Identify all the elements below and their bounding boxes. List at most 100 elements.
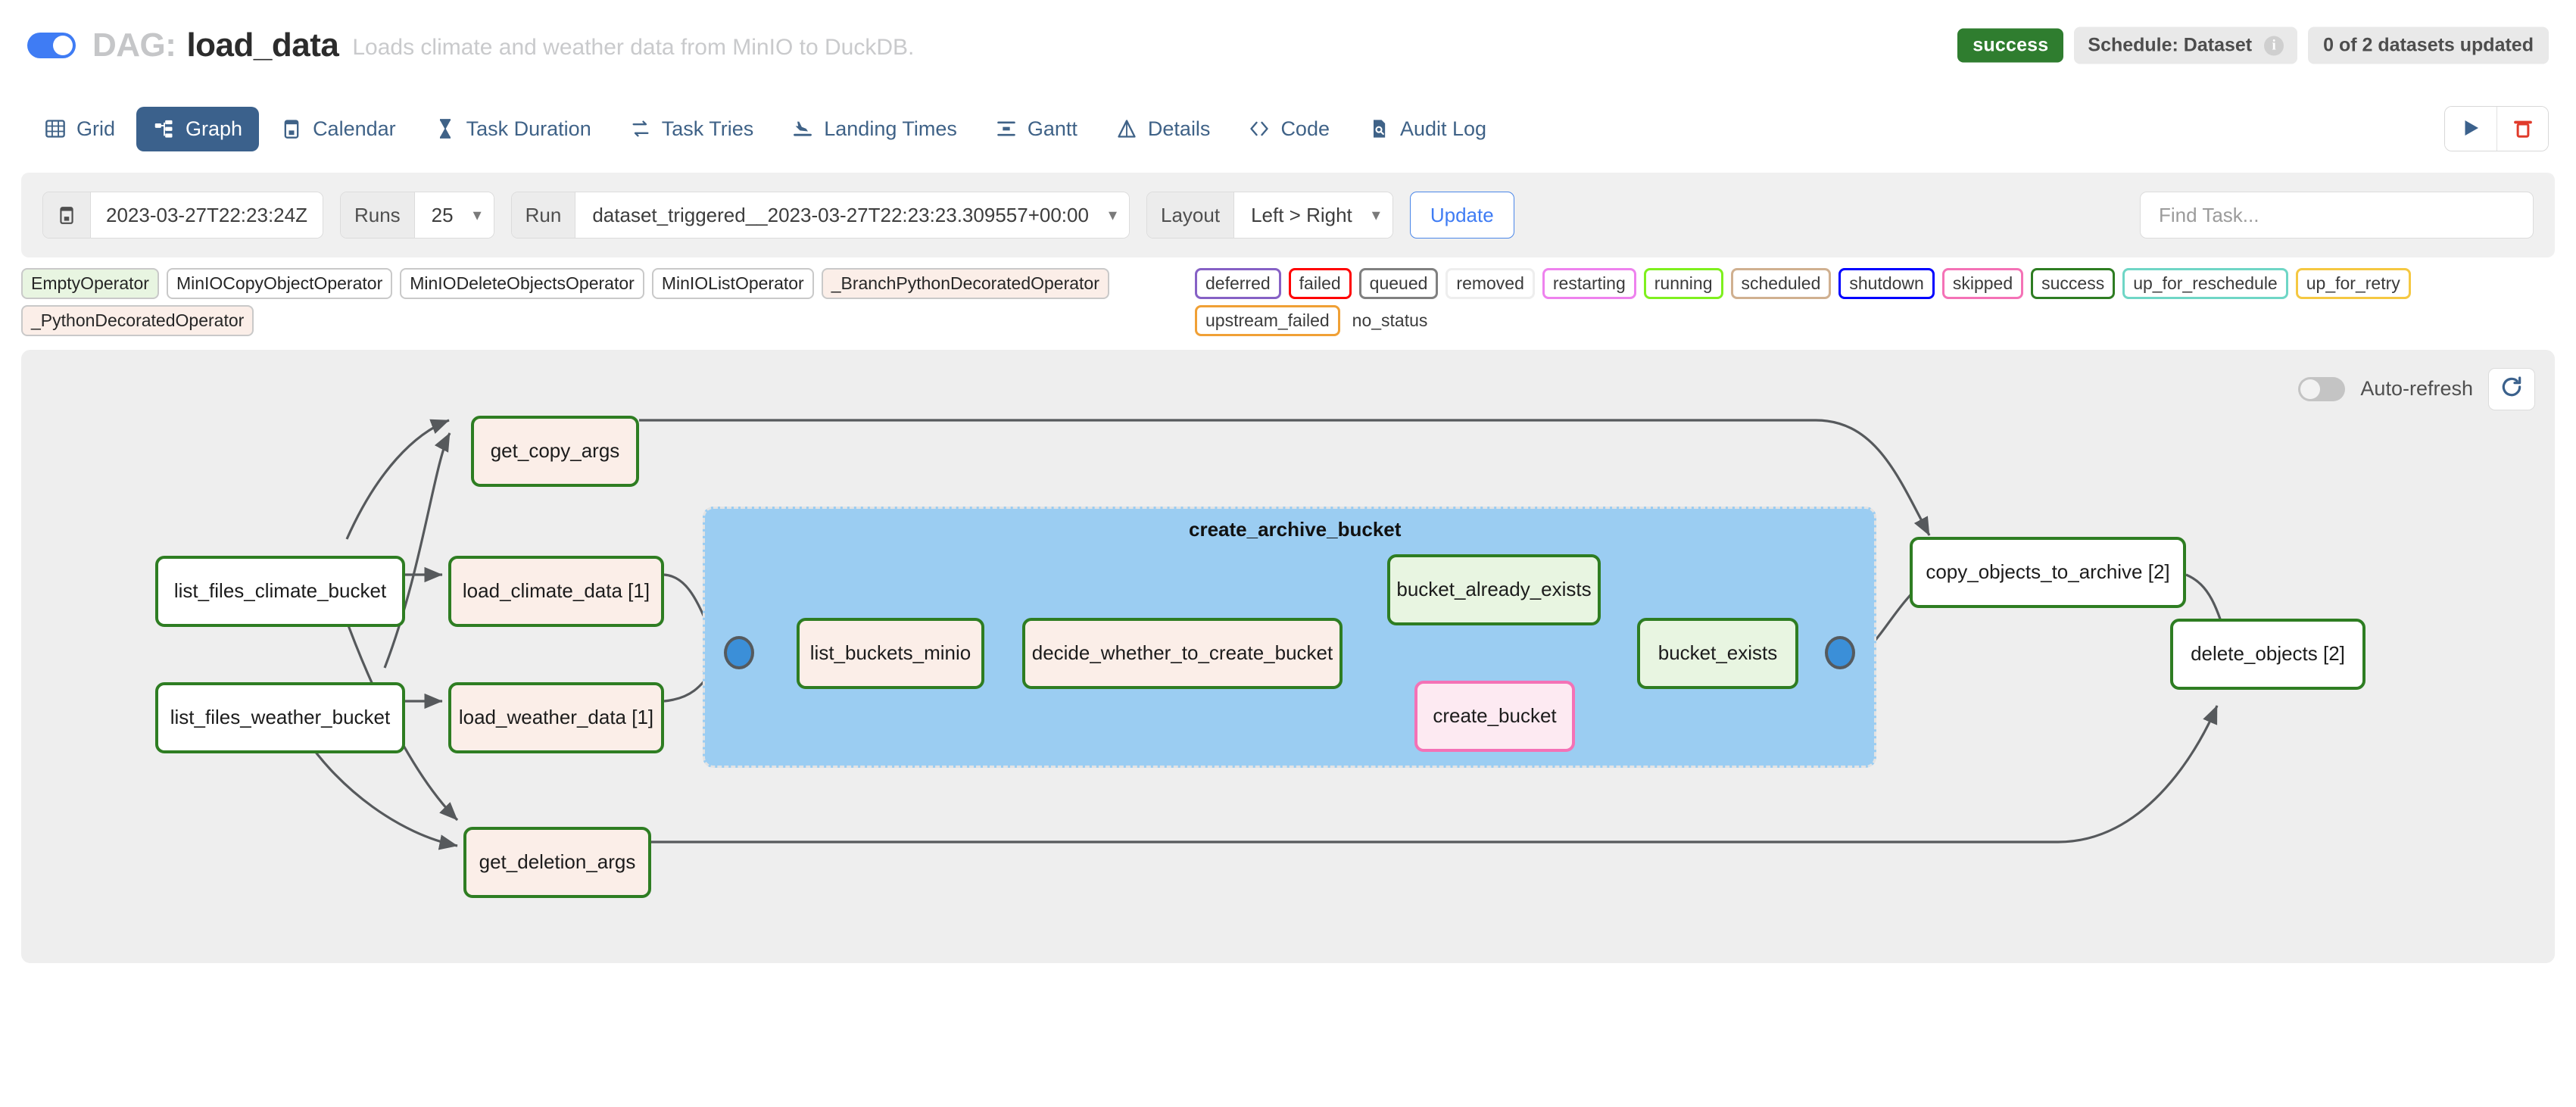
execution-date-value[interactable]: 2023-03-27T22:23:24Z — [91, 192, 323, 238]
layout-control[interactable]: Layout Left > Right ▾ — [1146, 192, 1393, 239]
run-select[interactable]: dataset_triggered__2023-03-27T22:23:23.3… — [575, 192, 1129, 238]
toggle-knob — [53, 36, 73, 55]
play-icon — [2459, 117, 2482, 142]
dag-pause-toggle[interactable] — [27, 33, 76, 58]
graph-canvas[interactable]: Auto-refresh create_archive_bucket — [21, 349, 2555, 963]
task-node-delete_objects[interactable]: delete_objects [2] — [2170, 618, 2365, 690]
group-entry-join[interactable] — [724, 635, 754, 669]
task-node-bucket_already_exists[interactable]: bucket_already_exists — [1387, 554, 1601, 625]
task-node-list_buckets_minio[interactable]: list_buckets_minio — [797, 617, 984, 689]
state-legend-chip[interactable]: skipped — [1941, 268, 2024, 299]
calendar-icon[interactable] — [43, 192, 91, 238]
retry-icon — [629, 117, 652, 140]
state-legend-chip[interactable]: up_for_reschedule — [2122, 268, 2288, 299]
tab-details[interactable]: Details — [1099, 107, 1227, 151]
gantt-icon — [995, 117, 1018, 140]
tab-calendar[interactable]: Calendar — [264, 107, 413, 151]
dag-label: DAG: — [92, 27, 176, 64]
task-node-label: create_bucket — [1433, 704, 1557, 727]
state-legend-chip[interactable]: scheduled — [1730, 268, 1832, 299]
page-title: load_data — [186, 27, 339, 64]
tab-task-tries[interactable]: Task Tries — [613, 107, 771, 151]
task-node-label: load_weather_data [1] — [458, 706, 654, 728]
tab-label: Graph — [186, 117, 243, 140]
state-legend-chip[interactable]: success — [2031, 268, 2116, 299]
tab-landing-times[interactable]: Landing Times — [775, 107, 974, 151]
update-button[interactable]: Update — [1409, 192, 1514, 239]
task-node-label: list_files_climate_bucket — [173, 579, 387, 602]
runs-value: 25 — [431, 203, 454, 226]
task-node-label: load_climate_data [1] — [462, 579, 650, 602]
dag-description: Loads climate and weather data from MinI… — [352, 35, 915, 60]
tab-gantt[interactable]: Gantt — [978, 107, 1094, 151]
audit-log-icon — [1368, 117, 1390, 140]
execution-date-control[interactable]: 2023-03-27T22:23:24Z — [42, 192, 323, 239]
delete-dag-button[interactable] — [2496, 107, 2548, 151]
task-node-load_weather_data[interactable]: load_weather_data [1] — [448, 681, 664, 753]
landing-icon — [791, 117, 814, 140]
runs-select[interactable]: 25 ▾ — [414, 192, 494, 238]
task-node-bucket_exists[interactable]: bucket_exists — [1637, 617, 1798, 689]
task-node-label: list_buckets_minio — [809, 641, 971, 664]
layout-select[interactable]: Left > Right ▾ — [1234, 192, 1392, 238]
schedule-chip[interactable]: Schedule: Dataset i — [2074, 27, 2298, 64]
datasets-updated-chip[interactable]: 0 of 2 datasets updated — [2308, 27, 2549, 64]
auto-refresh-group: Auto-refresh — [2298, 367, 2535, 410]
state-legend-chip[interactable]: up_for_retry — [2295, 268, 2411, 299]
tab-label: Audit Log — [1399, 117, 1487, 140]
task-node-get_deletion_args[interactable]: get_deletion_args — [463, 826, 651, 898]
task-node-label: bucket_exists — [1658, 641, 1778, 664]
layout-label: Layout — [1147, 192, 1235, 238]
refresh-button[interactable] — [2488, 367, 2535, 410]
trigger-dag-button[interactable] — [2445, 107, 2496, 151]
state-legend-chip[interactable]: failed — [1288, 268, 1352, 299]
runs-control[interactable]: Runs 25 ▾ — [339, 192, 494, 239]
tab-graph[interactable]: Graph — [136, 106, 260, 151]
state-legend-chip[interactable]: running — [1643, 268, 1723, 299]
dag-header: DAG: load_data Loads climate and weather… — [0, 0, 2576, 91]
operator-legend-chip[interactable]: _PythonDecoratedOperator — [21, 304, 254, 336]
state-legend-chip[interactable]: removed — [1445, 268, 1535, 299]
task-node-decide_whether_to_create_bucket[interactable]: decide_whether_to_create_bucket — [1022, 617, 1343, 689]
search-input[interactable] — [2157, 202, 2516, 228]
task-node-label: decide_whether_to_create_bucket — [1031, 641, 1333, 664]
header-status-group: success Schedule: Dataset i 0 of 2 datas… — [1957, 27, 2549, 64]
schedule-label: Schedule: Dataset — [2088, 34, 2253, 56]
find-task-wrapper[interactable] — [2140, 192, 2534, 239]
tab-grid[interactable]: Grid — [27, 107, 132, 151]
state-legend-chip[interactable]: queued — [1358, 268, 1439, 299]
task-node-create_bucket[interactable]: create_bucket — [1414, 680, 1575, 752]
task-node-copy_objects_to_archive[interactable]: copy_objects_to_archive [2] — [1910, 536, 2186, 608]
operator-legend-chip[interactable]: MinIODeleteObjectsOperator — [400, 268, 644, 299]
state-legend-chip[interactable]: shutdown — [1838, 268, 1935, 299]
state-legend-chip[interactable]: upstream_failed — [1195, 304, 1340, 336]
chevron-down-icon: ▾ — [1371, 205, 1380, 224]
operator-legend-chip[interactable]: _BranchPythonDecoratedOperator — [821, 268, 1109, 299]
tab-task-duration[interactable]: Task Duration — [417, 107, 608, 151]
tab-audit-log[interactable]: Audit Log — [1351, 107, 1503, 151]
tab-code[interactable]: Code — [1231, 107, 1346, 151]
group-exit-join[interactable] — [1825, 635, 1855, 669]
task-node-list_files_weather_bucket[interactable]: list_files_weather_bucket — [155, 681, 405, 753]
grid-icon — [44, 117, 67, 140]
operator-legend-chip[interactable]: MinIOListOperator — [651, 268, 814, 299]
task-node-label: get_deletion_args — [479, 850, 636, 873]
tab-label: Calendar — [313, 117, 396, 140]
task-node-load_climate_data[interactable]: load_climate_data [1] — [448, 555, 664, 627]
tab-label: Task Duration — [466, 117, 591, 140]
info-icon[interactable]: i — [2264, 36, 2284, 55]
task-node-list_files_climate_bucket[interactable]: list_files_climate_bucket — [155, 555, 405, 627]
state-legend-chip[interactable]: restarting — [1542, 268, 1636, 299]
operator-legend-chip[interactable]: EmptyOperator — [21, 268, 159, 299]
tab-label: Gantt — [1027, 117, 1077, 140]
tab-navigation: Grid Graph Calendar Task Duration Task T… — [0, 91, 2576, 167]
operator-legend-chip[interactable]: MinIOCopyObjectOperator — [166, 268, 393, 299]
run-control[interactable]: Run dataset_triggered__2023-03-27T22:23:… — [510, 192, 1130, 239]
auto-refresh-toggle[interactable] — [2298, 376, 2346, 401]
state-legend-chip[interactable]: deferred — [1195, 268, 1281, 299]
task-node-get_copy_args[interactable]: get_copy_args — [471, 415, 639, 487]
graph-filter-bar: 2023-03-27T22:23:24Z Runs 25 ▾ Run datas… — [21, 173, 2555, 257]
